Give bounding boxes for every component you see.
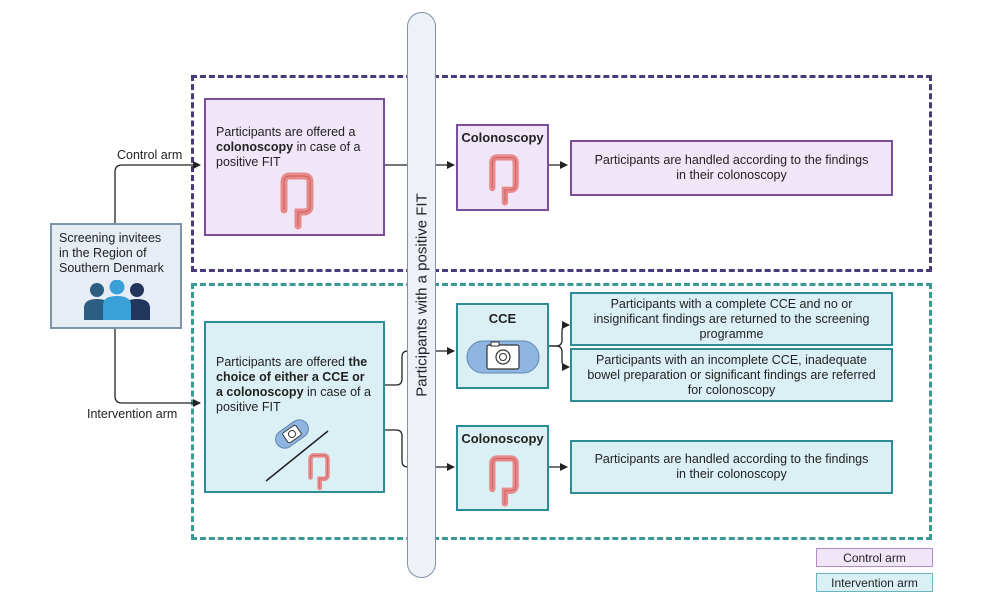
legend-control-label: Control arm	[843, 550, 906, 565]
intervention-offer-to-cce-arrow	[385, 347, 455, 386]
control-arm-frame	[191, 75, 932, 272]
colon-icon	[489, 154, 519, 206]
cce-outcome-2-box: Participants with an incomplete CCE, ina…	[570, 348, 893, 402]
control-colonoscopy-title: Colonoscopy	[461, 130, 544, 145]
legend-control: Control arm	[816, 548, 933, 567]
divider-slash	[265, 430, 329, 482]
capsule-camera-icon	[275, 419, 309, 449]
control-outcome-text: Participants are handled according to th…	[594, 153, 869, 182]
colon-icon	[280, 172, 314, 230]
colon-icon	[308, 453, 330, 491]
start-to-control-arrow	[114, 161, 201, 224]
legend-intervention: Intervention arm	[816, 573, 933, 592]
legend-intervention-label: Intervention arm	[831, 575, 918, 590]
control-offer-text-2: in case of a positive FIT	[216, 140, 361, 169]
start-box: Screening invitees in the Region of Sout…	[50, 223, 182, 329]
intervention-offer-to-colonoscopy-arrow	[385, 429, 455, 471]
intervention-offer-box: Participants are offered the choice of e…	[204, 321, 385, 493]
control-offer-text-1: Participants are offered a	[216, 125, 356, 139]
capsule-camera-icon	[466, 340, 540, 374]
intervention-offer-bold: the choice of either a CCE or a colonosc…	[216, 355, 368, 399]
intervention-outcome-text: Participants are handled according to th…	[594, 452, 869, 481]
cce-to-outcome2-arrow	[549, 345, 570, 371]
intervention-offer-text-2: in case of a positive FIT	[216, 385, 371, 414]
intervention-arm-label: Intervention arm	[87, 407, 178, 421]
intervention-offer-text-1: Participants are offered	[216, 355, 349, 369]
cce-outcome-1-text: Participants with a complete CCE and no …	[593, 296, 870, 341]
control-outcome-box: Participants are handled according to th…	[570, 140, 893, 196]
start-text: Screening invitees in the Region of Sout…	[59, 231, 164, 275]
people-group-icon	[84, 280, 150, 320]
cce-outcome-2-text: Participants with an incomplete CCE, ina…	[587, 352, 876, 397]
intervention-colonoscopy-box: Colonoscopy	[456, 425, 549, 511]
colon-icon	[489, 455, 519, 507]
cce-box: CCE	[456, 303, 549, 389]
intervention-colonoscopy-title: Colonoscopy	[461, 431, 544, 446]
start-to-intervention-arrow	[114, 328, 201, 407]
cce-outcome-1-box: Participants with a complete CCE and no …	[570, 292, 893, 346]
control-offer-bold: colonoscopy	[216, 140, 294, 154]
control-offer-box: Participants are offered a colonoscopy i…	[204, 98, 385, 236]
control-colonoscopy-box: Colonoscopy	[456, 124, 549, 211]
positive-fit-pillar: Participants with a positive FIT	[407, 12, 436, 578]
cce-title: CCE	[488, 311, 517, 326]
intervention-outcome-box: Participants are handled according to th…	[570, 440, 893, 494]
cce-to-outcome1-arrow	[549, 321, 570, 347]
control-arm-label: Control arm	[117, 148, 183, 162]
pillar-label: Participants with a positive FIT	[413, 193, 430, 397]
intervention-arm-frame	[191, 283, 932, 540]
